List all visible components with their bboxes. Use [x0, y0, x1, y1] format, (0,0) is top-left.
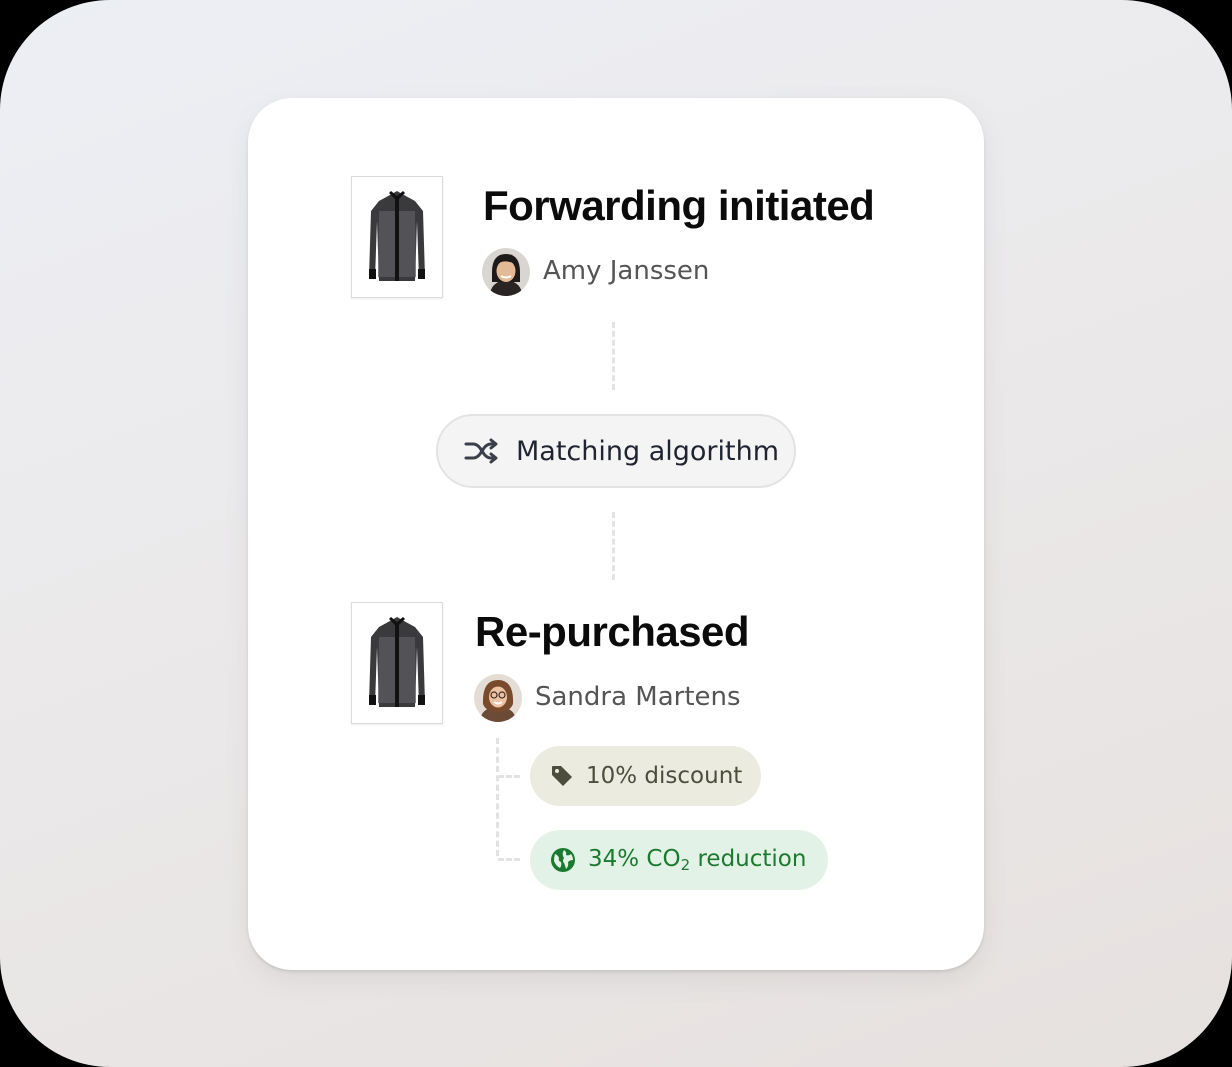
tree-branch	[498, 775, 520, 778]
co2-suffix: reduction	[690, 846, 807, 872]
avatar-sandra[interactable]	[474, 674, 522, 722]
tree-branch	[498, 858, 520, 861]
person-name-sandra[interactable]: Sandra Martens	[535, 682, 741, 712]
avatar-sandra-image	[474, 674, 522, 722]
shirt-image	[369, 617, 425, 707]
connector-line	[612, 322, 615, 390]
co2-reduction-badge[interactable]: 34% CO2 reduction	[530, 830, 828, 890]
tag-icon	[552, 766, 572, 786]
avatar-amy-image	[482, 248, 530, 296]
shuffle-icon	[464, 438, 498, 464]
product-thumbnail-forwarded[interactable]	[351, 176, 443, 298]
person-name-amy[interactable]: Amy Janssen	[543, 256, 710, 286]
avatar-amy[interactable]	[482, 248, 530, 296]
globe-icon	[551, 848, 575, 872]
discount-label: 10% discount	[586, 763, 743, 789]
shirt-image	[369, 191, 425, 281]
product-thumbnail-repurchased[interactable]	[351, 602, 443, 724]
matching-algorithm-label: Matching algorithm	[516, 435, 780, 467]
repurchased-title: Re-purchased	[475, 608, 750, 655]
connector-line	[612, 512, 615, 580]
matching-algorithm-pill[interactable]: Matching algorithm	[436, 414, 796, 488]
activity-card: Forwarding initiated Amy Janssen Matchin	[248, 98, 984, 970]
forwarding-title: Forwarding initiated	[483, 182, 875, 229]
discount-badge[interactable]: 10% discount	[530, 746, 761, 806]
co2-prefix: 34% CO	[588, 846, 681, 872]
co2-label: 34% CO2 reduction	[588, 846, 806, 874]
tree-connector	[496, 738, 499, 856]
co2-subscript: 2	[680, 856, 691, 874]
